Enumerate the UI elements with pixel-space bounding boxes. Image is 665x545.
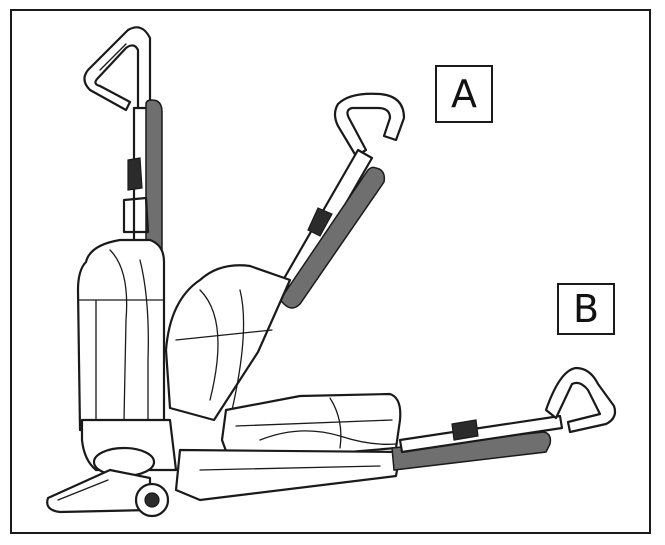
callout-a: A xyxy=(435,65,493,123)
vacuum-reclined-icon xyxy=(164,92,406,422)
vacuum-upright-icon xyxy=(46,26,178,518)
callout-b: B xyxy=(557,283,615,335)
vacuum-flat-icon xyxy=(174,366,617,502)
